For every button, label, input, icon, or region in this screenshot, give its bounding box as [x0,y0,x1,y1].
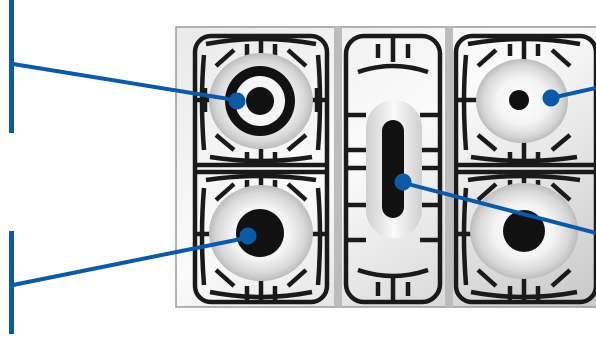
fish-burner-icon [382,120,404,218]
column-gap-left [334,27,342,307]
callout-bar-top-left [9,0,14,133]
small-burner-icon [509,90,529,110]
column-gap-right [445,27,453,307]
callout-bar-bottom-left [9,231,14,334]
